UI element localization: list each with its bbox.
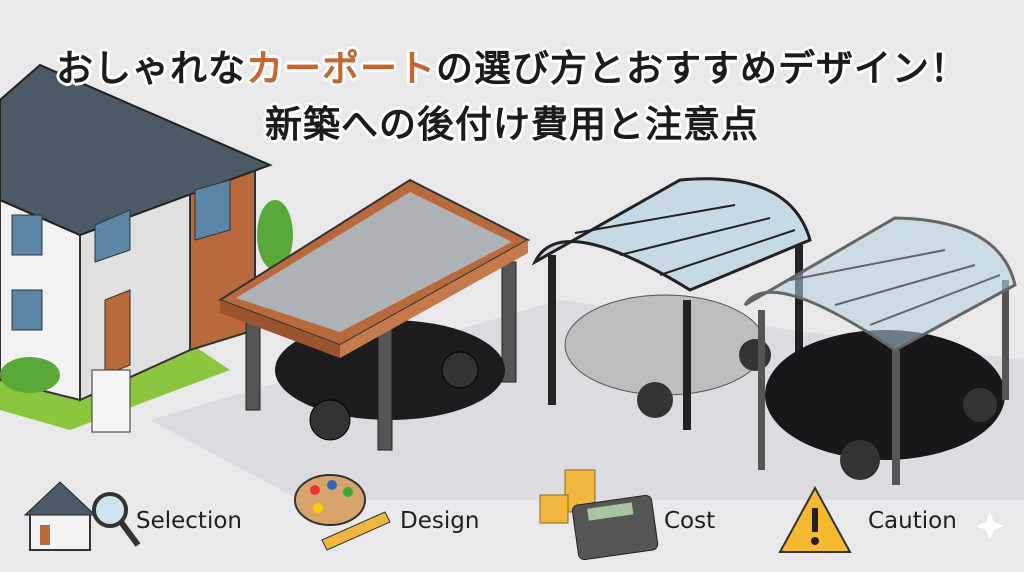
title-text: おしゃれな <box>56 47 246 90</box>
coins-calculator-icon <box>539 469 659 561</box>
page-title-line-1: おしゃれなカーポートの選び方とおすすめデザイン！ <box>0 38 1024 92</box>
feature-label-design: Design <box>400 508 480 534</box>
feature-label-caution: Caution <box>868 508 957 534</box>
house-magnifier-icon <box>23 481 141 551</box>
feature-label-selection: Selection <box>136 508 242 534</box>
sparkle-icon <box>976 512 1004 540</box>
curved-dark-carport <box>531 177 812 430</box>
title-accent-carport: カーポート <box>246 47 436 90</box>
palette-ruler-icon <box>294 474 391 551</box>
curved-light-carport <box>743 216 1017 485</box>
house <box>0 63 293 433</box>
silver-suv <box>564 294 766 396</box>
feature-label-cost: Cost <box>664 508 716 534</box>
flat-wooden-carport <box>217 178 531 451</box>
page-title-line-2: 新築への後付け費用と注意点 <box>265 103 759 146</box>
title-text: の選び方とおすすめデザイン！ <box>436 47 968 90</box>
black-minivan <box>765 330 1005 460</box>
warning-icon <box>778 485 852 553</box>
